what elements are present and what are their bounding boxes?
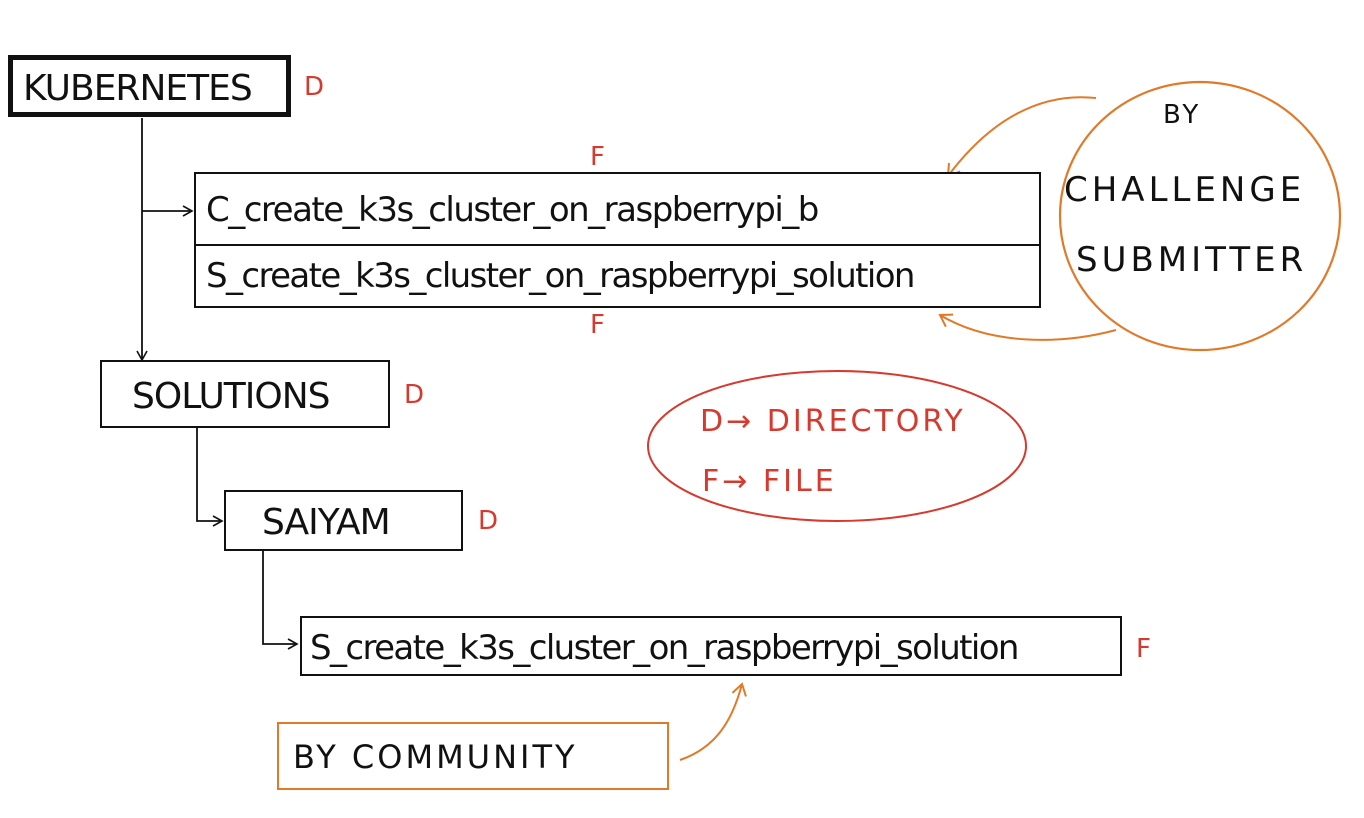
solution-file-label: S_create_k3s_cluster_on_raspberrypi_solu… (206, 256, 915, 296)
challenge-submitter-by: BY (1163, 100, 1202, 130)
solutions-to-saiyam-arrow (196, 427, 224, 527)
circle-to-solution-file-arrow (938, 313, 1117, 341)
community-solution-file-node: S_create_k3s_cluster_on_raspberrypi_solu… (300, 616, 1122, 676)
challenge-submitter-challenge: CHALLENGE (1064, 170, 1306, 210)
saiyam-node: SAIYAM (224, 490, 463, 551)
solutions-label: SOLUTIONS (132, 376, 331, 417)
saiyam-directory-tag: D (478, 506, 499, 536)
kubernetes-directory-tag: D (304, 72, 325, 102)
solution-file-tag: F (590, 310, 605, 340)
community-solution-file-label: S_create_k3s_cluster_on_raspberrypi_solu… (310, 628, 1019, 668)
challenge-file-tag: F (590, 142, 605, 172)
saiyam-label: SAIYAM (262, 502, 391, 543)
kubernetes-node: KUBERNETES (8, 55, 291, 117)
saiyam-to-file-arrow (262, 551, 299, 650)
solutions-directory-tag: D (404, 380, 425, 410)
community-to-file-arrow (679, 682, 747, 761)
challenge-file-row: C_create_k3s_cluster_on_raspberrypi_b (196, 174, 1039, 246)
file-pair-box: C_create_k3s_cluster_on_raspberrypi_b S_… (194, 172, 1041, 308)
circle-to-challenge-file-arrow (946, 96, 1097, 178)
community-solution-file-tag: F (1136, 634, 1151, 664)
solution-file-row: S_create_k3s_cluster_on_raspberrypi_solu… (196, 246, 1039, 308)
challenge-file-label: C_create_k3s_cluster_on_raspberrypi_b (206, 190, 819, 230)
legend-ellipse (647, 370, 1027, 522)
legend-file: F→ FILE (702, 464, 837, 499)
solutions-node: SOLUTIONS (100, 360, 390, 428)
kubernetes-label: KUBERNETES (23, 68, 253, 109)
challenge-submitter-circle (1058, 80, 1342, 352)
by-community-label: BY COMMUNITY (293, 738, 578, 776)
by-community-box: BY COMMUNITY (277, 722, 669, 790)
legend-directory: D→ DIRECTORY (700, 404, 966, 439)
challenge-submitter-submitter: SUBMITTER (1076, 240, 1308, 280)
